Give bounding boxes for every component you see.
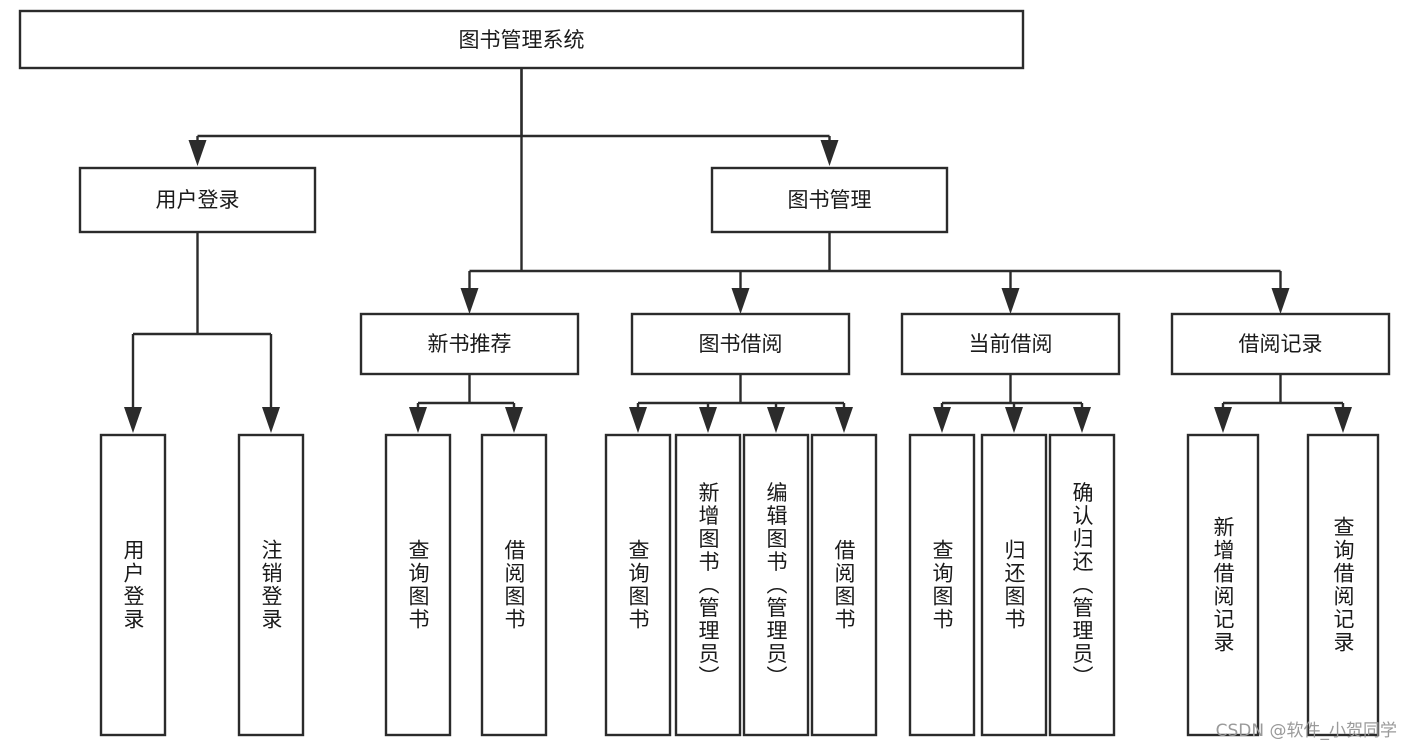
arrow-to-leaf-recommend-borrow [505,407,523,433]
node-leaf-record-query-box[interactable] [1306,433,1380,737]
arrow-to-leaf-user-logout [262,407,280,433]
node-book-management-box[interactable] [710,166,949,234]
node-leaf-user-logout[interactable]: 注销登录 [237,433,305,737]
arrow-to-leaf-user-login [124,407,142,433]
node-leaf-current-return-label: 归还图书 [1002,539,1026,631]
node-leaf-borrow-lend-box[interactable] [810,433,878,737]
node-leaf-borrow-add-box[interactable] [674,433,742,737]
node-leaf-user-login[interactable]: 用户登录 [99,433,167,737]
arrow-to-current-borrow [1001,288,1020,314]
arrow-to-leaf-borrow-edit [767,407,785,433]
arrow-to-leaf-borrow-query [629,407,647,433]
node-user-login-box[interactable] [78,166,317,234]
node-current-borrow-label: 当前借阅 [969,332,1053,356]
node-leaf-current-return[interactable]: 归还图书 [980,433,1048,737]
node-borrow-record-box[interactable] [1170,312,1391,376]
arrow-to-book-borrow [731,288,750,314]
node-root-box[interactable] [18,9,1025,70]
arrow-to-leaf-record-add [1214,407,1232,433]
node-leaf-record-query[interactable]: 查询借阅记录 [1306,433,1380,737]
node-borrow-record[interactable]: 借阅记录 [1170,312,1391,376]
node-book-borrow[interactable]: 图书借阅 [630,312,851,376]
node-book-management[interactable]: 图书管理 [710,166,949,234]
node-leaf-borrow-edit-label: 编辑图书（管理员） [764,482,788,689]
arrow-to-leaf-current-return [1005,407,1023,433]
node-leaf-record-query-label: 查询借阅记录 [1331,516,1355,654]
watermark: CSDN @软件_小贺同学 [1215,721,1397,741]
node-leaf-borrow-query[interactable]: 查询图书 [604,433,672,737]
arrow-to-user-login [188,140,207,166]
node-leaf-recommend-query-label: 查询图书 [406,539,430,631]
arrow-to-book-management [820,140,839,166]
node-leaf-recommend-query-box[interactable] [384,433,452,737]
node-leaf-current-confirm-box[interactable] [1048,433,1116,737]
arrow-to-leaf-current-query [933,407,951,433]
node-leaf-user-login-label: 用户登录 [121,539,145,631]
node-root-label: 图书管理系统 [459,28,585,52]
arrow-to-leaf-recommend-query [409,407,427,433]
node-leaf-current-query-label: 查询图书 [930,539,954,631]
node-leaf-user-login-box[interactable] [99,433,167,737]
node-leaf-current-confirm-label: 确认归还（管理员） [1070,482,1094,689]
node-leaf-user-logout-box[interactable] [237,433,305,737]
arrow-to-leaf-record-query [1334,407,1352,433]
arrow-to-borrow-record [1271,288,1290,314]
node-user-login-label: 用户登录 [156,188,240,212]
node-leaf-recommend-borrow-label: 借阅图书 [502,539,526,631]
node-new-book-recommend-box[interactable] [359,312,580,376]
node-leaf-borrow-query-label: 查询图书 [626,539,650,631]
node-book-borrow-label: 图书借阅 [699,332,783,356]
node-leaf-current-return-box[interactable] [980,433,1048,737]
node-leaf-current-query[interactable]: 查询图书 [908,433,976,737]
node-leaf-borrow-add-label: 新增图书（管理员） [696,482,720,689]
arrow-to-leaf-borrow-add [699,407,717,433]
arrow-to-new-book-recommend [460,288,479,314]
node-current-borrow-box[interactable] [900,312,1121,376]
node-book-management-label: 图书管理 [788,188,872,212]
arrow-to-leaf-borrow-lend [835,407,853,433]
arrow-to-leaf-current-confirm [1073,407,1091,433]
connector-group [124,68,1352,433]
node-user-login[interactable]: 用户登录 [78,166,317,234]
node-leaf-recommend-borrow-box[interactable] [480,433,548,737]
node-leaf-borrow-edit[interactable]: 编辑图书（管理员） [742,433,810,737]
node-leaf-recommend-borrow[interactable]: 借阅图书 [480,433,548,737]
node-leaf-borrow-query-box[interactable] [604,433,672,737]
node-new-book-recommend-label: 新书推荐 [428,332,512,356]
node-root[interactable]: 图书管理系统 [18,9,1025,70]
node-leaf-current-query-box[interactable] [908,433,976,737]
node-leaf-borrow-lend[interactable]: 借阅图书 [810,433,878,737]
node-leaf-recommend-query[interactable]: 查询图书 [384,433,452,737]
node-new-book-recommend[interactable]: 新书推荐 [359,312,580,376]
node-leaf-user-logout-label: 注销登录 [259,539,283,631]
node-leaf-current-confirm[interactable]: 确认归还（管理员） [1048,433,1116,737]
node-leaf-borrow-edit-box[interactable] [742,433,810,737]
node-current-borrow[interactable]: 当前借阅 [900,312,1121,376]
node-leaf-record-add[interactable]: 新增借阅记录 [1186,433,1260,737]
node-leaf-record-add-label: 新增借阅记录 [1211,516,1235,654]
node-leaf-borrow-lend-label: 借阅图书 [832,539,856,631]
node-leaf-borrow-add[interactable]: 新增图书（管理员） [674,433,742,737]
node-book-borrow-box[interactable] [630,312,851,376]
node-borrow-record-label: 借阅记录 [1239,332,1323,356]
node-leaf-record-add-box[interactable] [1186,433,1260,737]
